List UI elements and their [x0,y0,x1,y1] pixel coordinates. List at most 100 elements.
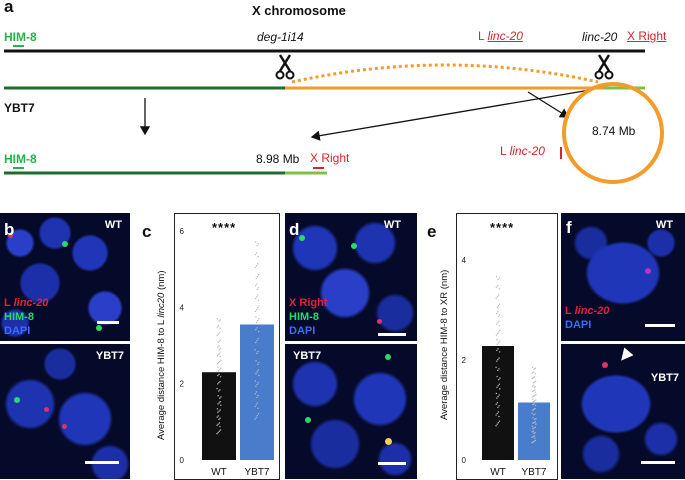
data-point [219,355,222,358]
panel-d-ybt7-image: YBT7 [285,344,417,479]
data-point [533,414,535,416]
data-point [219,376,222,378]
data-point [496,285,499,287]
data-point [532,395,535,397]
data-point [256,288,259,291]
panel-e-significance: **** [490,220,515,235]
data-point [257,338,259,340]
data-point [258,305,260,307]
data-point [256,319,259,322]
data-point [535,423,537,425]
data-point [534,372,536,375]
data-point [498,325,501,327]
panel-d-wt-image: WT X Right HIM-8 DAPI [285,213,417,341]
wt-label: WT [655,219,673,231]
data-point [534,421,537,423]
panel-b-letter: b [4,220,15,239]
data-point [534,367,537,369]
data-point [217,415,220,417]
data-point [257,350,259,353]
data-point [534,439,537,442]
data-point [256,396,258,399]
data-point [496,343,499,345]
data-point [257,299,260,302]
ybt7-label: YBT7 [650,372,679,384]
data-point [218,410,220,412]
scale-bar [85,461,119,464]
data-point [498,420,501,422]
data-point [256,296,258,298]
data-point [216,346,219,348]
data-point [534,407,536,410]
data-point [255,316,257,318]
y-tick-label: 0 [462,456,467,465]
data-point [534,413,536,415]
data-point [498,415,500,418]
data-point [495,425,497,427]
scissors-icon-right [594,54,614,80]
data-point [219,397,221,399]
legend-dapi: DAPI [4,325,31,337]
data-point [254,285,257,287]
data-point [499,377,501,379]
ylabel-italic: linc20 [156,292,167,318]
data-point [531,431,533,433]
wt-label: WT [104,219,122,231]
data-point [254,405,256,408]
yellow-spot [385,438,392,445]
linc20-italic-circle: linc-20 [509,144,545,158]
data-point [497,311,499,313]
data-point [497,348,499,350]
data-point [532,400,535,403]
data-point [497,358,499,361]
data-point [498,394,500,396]
data-point [218,345,220,347]
data-point [499,388,501,390]
data-point [217,366,219,369]
red-spot [8,233,13,238]
data-point [533,376,536,378]
data-point [219,360,221,363]
data-point [532,428,534,430]
data-point [255,277,258,280]
data-point [534,380,537,383]
y-tick-label: 4 [462,256,467,265]
x-category-label: YBT7 [521,467,546,478]
data-point [496,349,498,352]
green-spot [351,243,357,249]
red-spot [62,424,67,429]
deg-label: deg-1i14 [257,30,304,44]
data-point [532,435,534,438]
size-circle: 8.74 Mb [592,124,636,138]
fusion-arc [291,63,599,84]
data-point [534,404,537,407]
data-point [533,421,535,424]
data-point [498,331,500,333]
ybt7-label: YBT7 [4,101,35,115]
legend-dapi: DAPI [565,319,592,331]
data-point [216,318,219,320]
data-point [496,397,498,399]
green-spot [62,241,68,247]
him8-label-bottom: HIM-8 [4,152,37,166]
data-point [534,386,537,388]
data-point [217,403,219,405]
data-point [533,440,536,442]
panel-a-diagram [4,49,664,184]
scale-bar [641,461,675,464]
data-point [534,394,536,397]
data-point [217,325,220,327]
data-point [532,417,534,419]
data-point [497,278,499,281]
data-point [216,326,219,328]
data-point [496,402,499,404]
him8-mark-bottom [13,167,24,169]
data-point [531,396,534,398]
data-point [535,417,537,420]
data-point [497,321,499,324]
panel-f-wt-image: WT L linc-20 DAPI [561,213,685,341]
data-point [216,354,219,357]
legend-him8: HIM-8 [4,311,34,323]
data-point [255,252,258,254]
data-point [257,413,260,415]
